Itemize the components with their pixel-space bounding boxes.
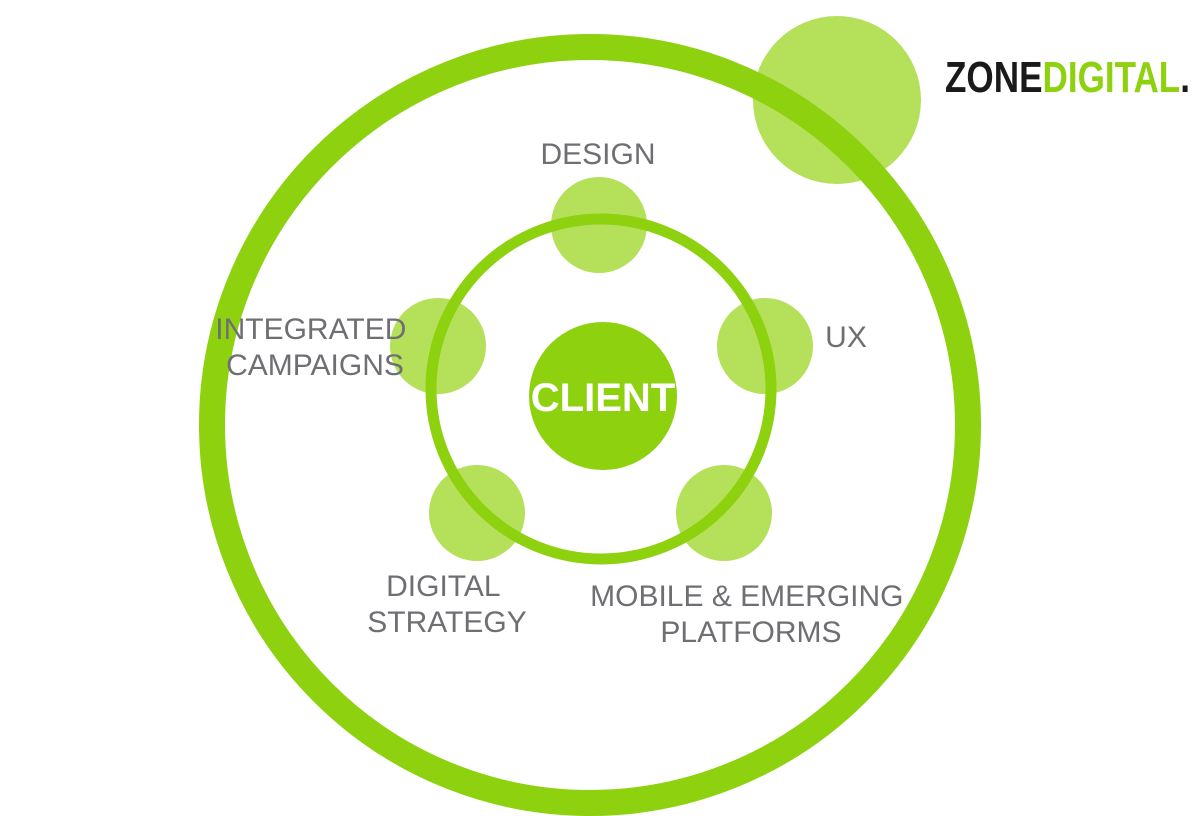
node-design bbox=[551, 177, 647, 273]
logo-dot: . bbox=[1180, 53, 1190, 102]
label-design: DESIGN bbox=[540, 138, 655, 171]
zonedigital-logo: ZONEDIGITAL. bbox=[945, 53, 1190, 102]
label-integrated-campaigns-line-2: CAMPAIGNS bbox=[226, 349, 404, 382]
label-digital-strategy: DIGITAL STRATEGY bbox=[367, 570, 526, 639]
logo-zone: ZONE bbox=[945, 53, 1042, 102]
label-integrated-campaigns: INTEGRATED CAMPAIGNS bbox=[215, 313, 414, 382]
outer-ring bbox=[199, 34, 981, 816]
label-mobile: MOBILE & EMERGING PLATFORMS bbox=[590, 580, 912, 649]
inner-ring bbox=[425, 213, 777, 565]
label-mobile-line-1: MOBILE & EMERGING bbox=[590, 580, 903, 613]
label-ux: UX bbox=[825, 321, 867, 354]
label-digital-strategy-line-1: DIGITAL bbox=[386, 570, 500, 603]
decorative-circle bbox=[753, 16, 921, 184]
client-circle bbox=[529, 322, 677, 470]
label-mobile-line-2: PLATFORMS bbox=[660, 616, 841, 649]
logo-digital: DIGITAL bbox=[1042, 53, 1180, 102]
label-digital-strategy-line-2: STRATEGY bbox=[367, 606, 526, 639]
label-ux-line-1: UX bbox=[825, 321, 867, 354]
label-design-line-1: DESIGN bbox=[540, 138, 655, 171]
client-label: CLIENT bbox=[531, 376, 675, 420]
label-integrated-campaigns-line-1: INTEGRATED bbox=[215, 313, 406, 346]
